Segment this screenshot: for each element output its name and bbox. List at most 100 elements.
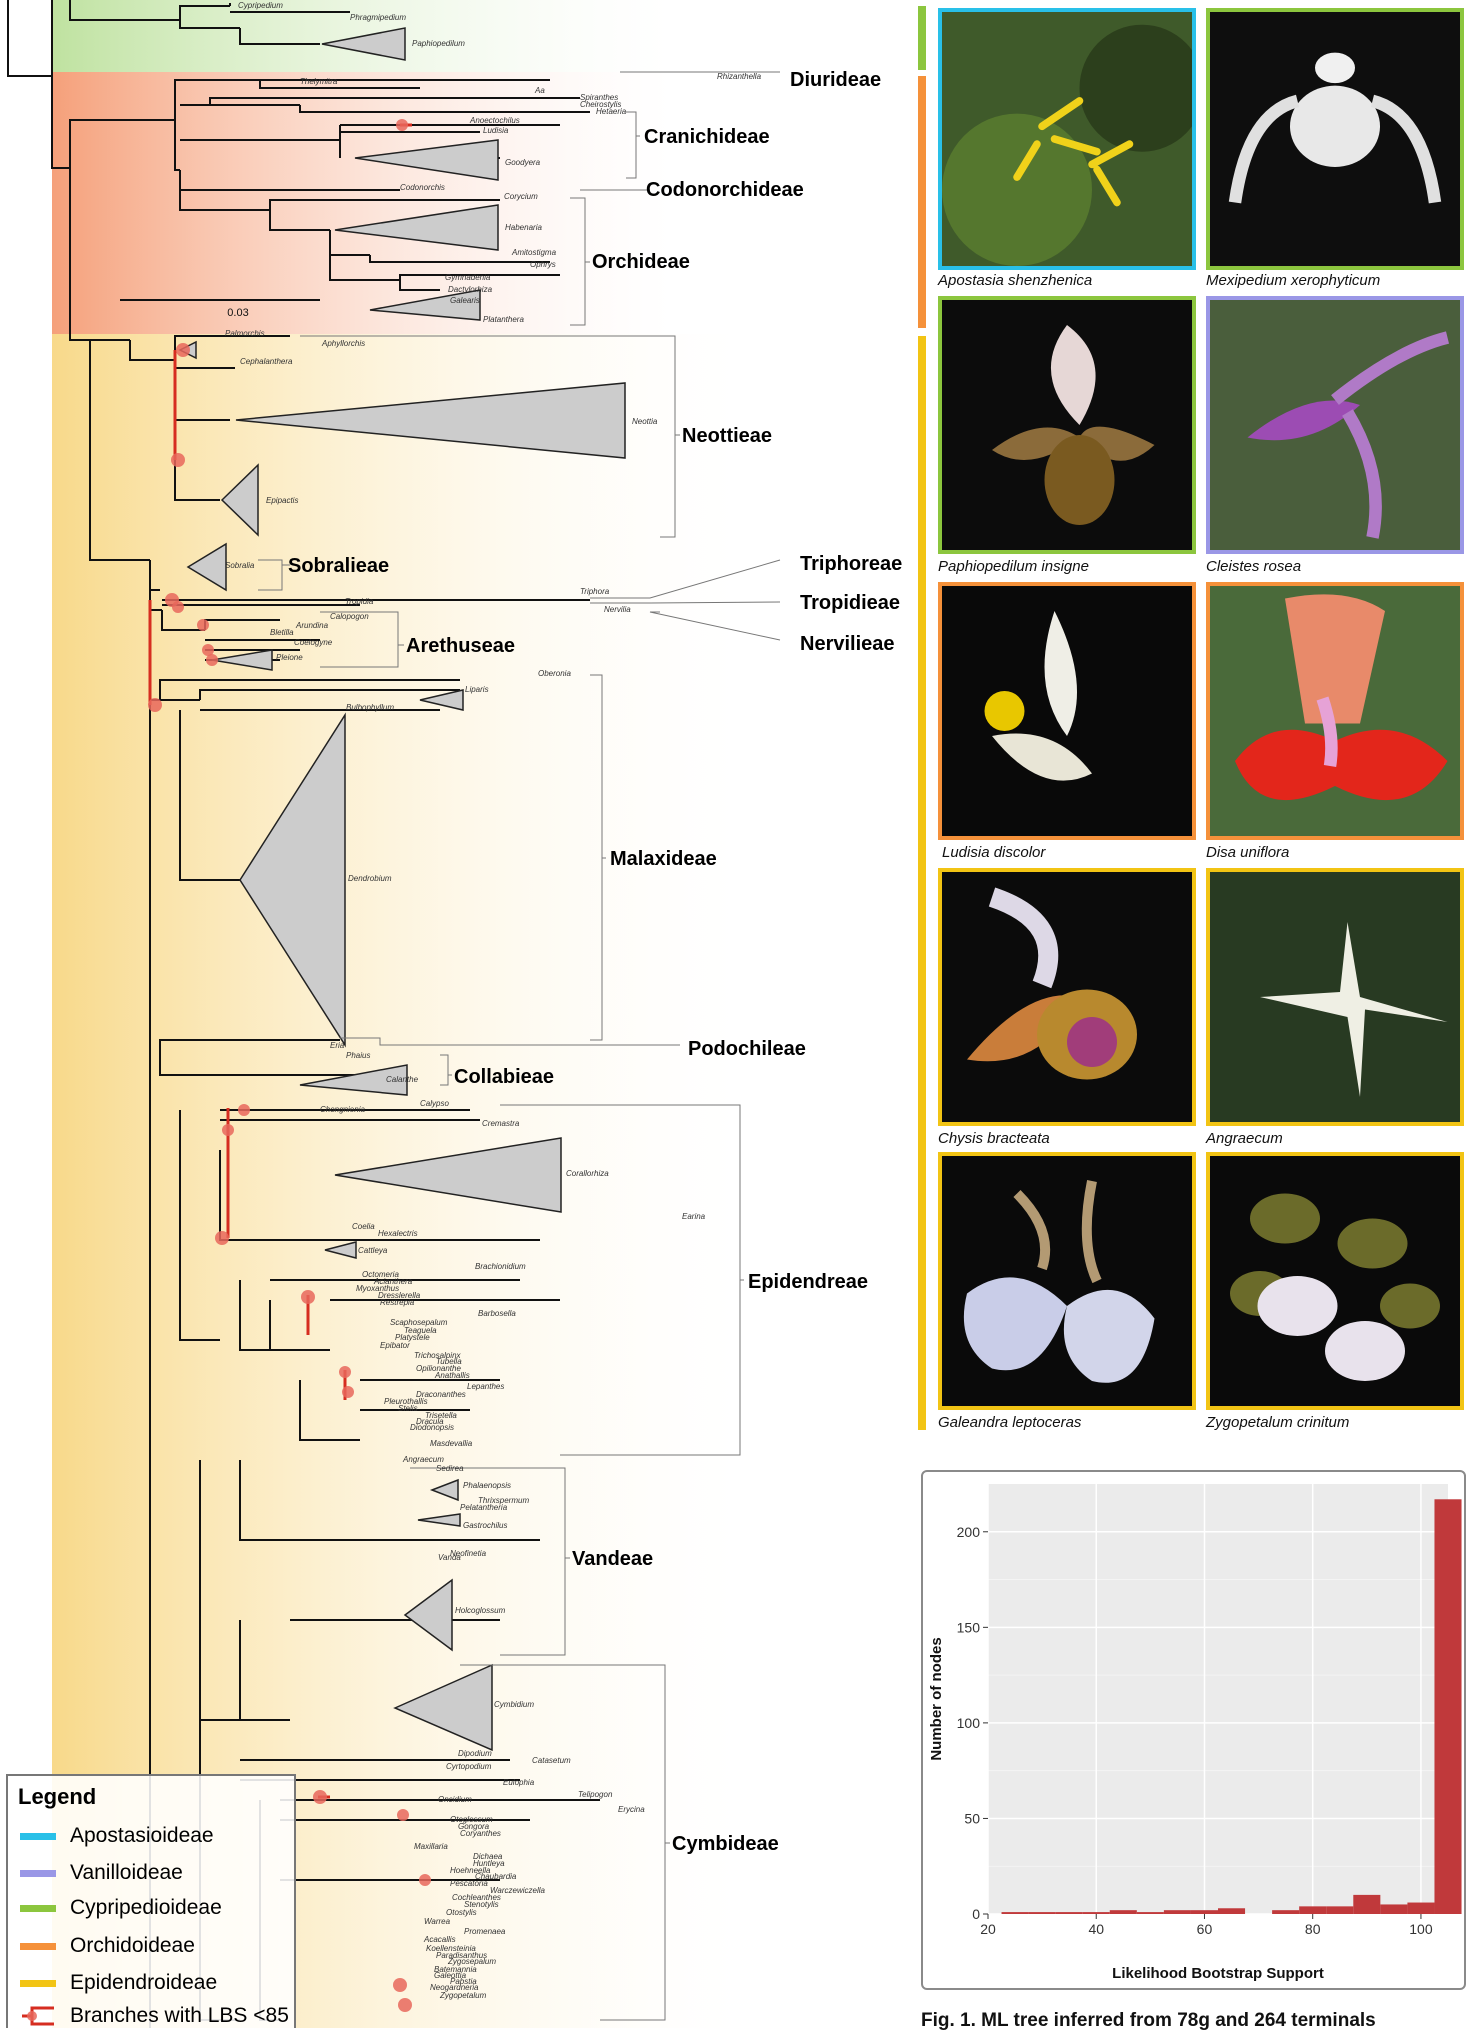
taxon-label: Chongnienia [320, 1105, 365, 1114]
tribe-malaxideae: Malaxideae [610, 848, 717, 870]
tribe-codonorchideae: Codonorchideae [646, 179, 804, 201]
taxon-label: Nervilia [604, 605, 631, 614]
y-tick-label: 200 [957, 1524, 981, 1540]
legend: Legend Apostasioideae Vanilloideae Cypri… [6, 1774, 296, 2028]
legend-swatch [20, 1833, 56, 1840]
tribe-triphoreae: Triphoreae [800, 553, 902, 575]
taxon-label: Phalaenopsis [463, 1481, 511, 1490]
histogram-bar [1326, 1906, 1353, 1914]
taxon-label: Masdevallia [430, 1439, 473, 1448]
taxon-label: Corallorhiza [566, 1169, 609, 1178]
x-tick-label: 100 [1409, 1921, 1433, 1937]
histogram-bar [1164, 1910, 1191, 1914]
taxon-label: Acacallis [423, 1935, 456, 1944]
caption-paphiopedilum: Paphiopedilum insigne [938, 558, 1089, 575]
taxon-label: Goodyera [505, 158, 541, 167]
caption-chysis: Chysis bracteata [938, 1130, 1050, 1147]
histogram-bar [1029, 1912, 1056, 1914]
taxon-label: Cyrtopodium [446, 1762, 492, 1771]
legend-swatch [20, 1943, 56, 1950]
tribe-podochileae: Podochileae [688, 1038, 806, 1060]
tribe-tropidieae: Tropidieae [800, 592, 900, 614]
taxon-label: Cymbidium [494, 1700, 534, 1709]
taxon-label: Tropidia [345, 597, 374, 606]
histogram-bar [1002, 1912, 1029, 1914]
taxon-label: Pelatantheria [460, 1503, 508, 1512]
tribe-nervilieae: Nervilieae [800, 633, 895, 655]
taxon-label: Galearis [450, 296, 480, 305]
legend-item-vanilloideae: Vanilloideae [20, 1855, 183, 1891]
legend-item-low-support: Branches with LBS <85 [20, 1998, 289, 2034]
taxon-label: Earina [682, 1212, 706, 1221]
subfamily-bar-cypripedioideae [918, 6, 926, 70]
taxon-label: Coelia [352, 1222, 375, 1231]
taxon-label: Dendrobium [348, 874, 392, 883]
legend-label: Apostasioideae [70, 1824, 214, 1848]
taxon-label: Cremastra [482, 1119, 520, 1128]
tribe-epidendreae: Epidendreae [748, 1271, 868, 1293]
taxon-label: Eria [330, 1041, 345, 1050]
taxon-label: Anoectochilus [469, 116, 520, 125]
photo-apostasia [938, 8, 1196, 270]
taxon-label: Restrepia [380, 1298, 415, 1307]
caption-cleistes: Cleistes rosea [1206, 558, 1301, 575]
taxon-label: Ophrys [530, 260, 556, 269]
taxon-label: Thelymitra [300, 77, 338, 86]
taxon-label: Sobralia [225, 561, 255, 570]
taxon-label: Coryanthes [460, 1829, 501, 1838]
photo-cleistes [1206, 296, 1464, 554]
histogram-bar [1218, 1908, 1245, 1914]
x-axis-label: Likelihood Bootstrap Support [1112, 1965, 1324, 1982]
photo-disa [1206, 582, 1464, 840]
taxon-label: Holcoglossum [455, 1606, 506, 1615]
histogram-plot: 20406080100 050100150200 Likelihood Boot… [923, 1472, 1464, 1988]
caption-angraecum: Angraecum [1206, 1130, 1283, 1147]
taxon-label: Hexalectris [378, 1229, 418, 1238]
histogram-bar [1137, 1912, 1164, 1914]
taxon-label: Gymnadenia [445, 273, 491, 282]
taxon-label: Ludisia [483, 126, 509, 135]
tribe-cranichideae: Cranichideae [644, 126, 770, 148]
taxon-label: Aphyllorchis [321, 339, 365, 348]
x-tick-label: 80 [1305, 1921, 1321, 1937]
subfamily-bar-epidendroideae [918, 336, 926, 1430]
legend-title: Legend [18, 1784, 96, 1810]
taxon-label: Barbosella [478, 1309, 516, 1318]
taxon-label: Calypso [420, 1099, 449, 1108]
legend-item-orchidoideae: Orchidoideae [20, 1928, 195, 1964]
tribe-neottieae: Neottieae [682, 425, 772, 447]
photo-chysis [938, 868, 1196, 1126]
legend-item-cypripedioideae: Cypripedioideae [20, 1890, 222, 1926]
taxon-label: Liparis [465, 685, 489, 694]
legend-label: Cypripedioideae [70, 1896, 222, 1920]
taxon-label: Warrea [424, 1917, 451, 1926]
taxon-label: Otostylis [446, 1908, 477, 1917]
photo-mexipedium [1206, 8, 1464, 270]
scale-label: 0.03 [227, 307, 248, 319]
subfamily-bar-orchidoideae [918, 76, 926, 328]
photo-angraecum [1206, 868, 1464, 1126]
histogram-bar [1083, 1912, 1110, 1914]
caption-ludisia: Ludisia discolor [942, 844, 1045, 861]
taxon-label: Cypripedium [238, 1, 283, 10]
taxon-label: Diodonopsis [410, 1423, 454, 1432]
x-tick-label: 60 [1197, 1921, 1213, 1937]
histogram-bar [1407, 1903, 1434, 1914]
taxon-label: Platanthera [483, 315, 524, 324]
caption-disa: Disa uniflora [1206, 844, 1289, 861]
photo-ludisia [938, 582, 1196, 840]
taxon-label: Neofinetia [450, 1549, 487, 1558]
taxon-label: Oncidium [438, 1795, 472, 1804]
tribe-sobralieae: Sobralieae [288, 555, 389, 577]
taxon-label: Codonorchis [400, 183, 445, 192]
taxon-label: Habenaria [505, 223, 542, 232]
taxon-label: Pescatoria [450, 1879, 488, 1888]
y-tick-label: 100 [957, 1715, 981, 1731]
histogram-bar [1272, 1910, 1299, 1914]
legend-swatch [20, 1870, 56, 1877]
taxon-label: Anathallis [434, 1371, 470, 1380]
taxon-label: Triphora [580, 587, 610, 596]
legend-label: Branches with LBS <85 [70, 2004, 289, 2028]
taxon-label: Aa [534, 86, 545, 95]
